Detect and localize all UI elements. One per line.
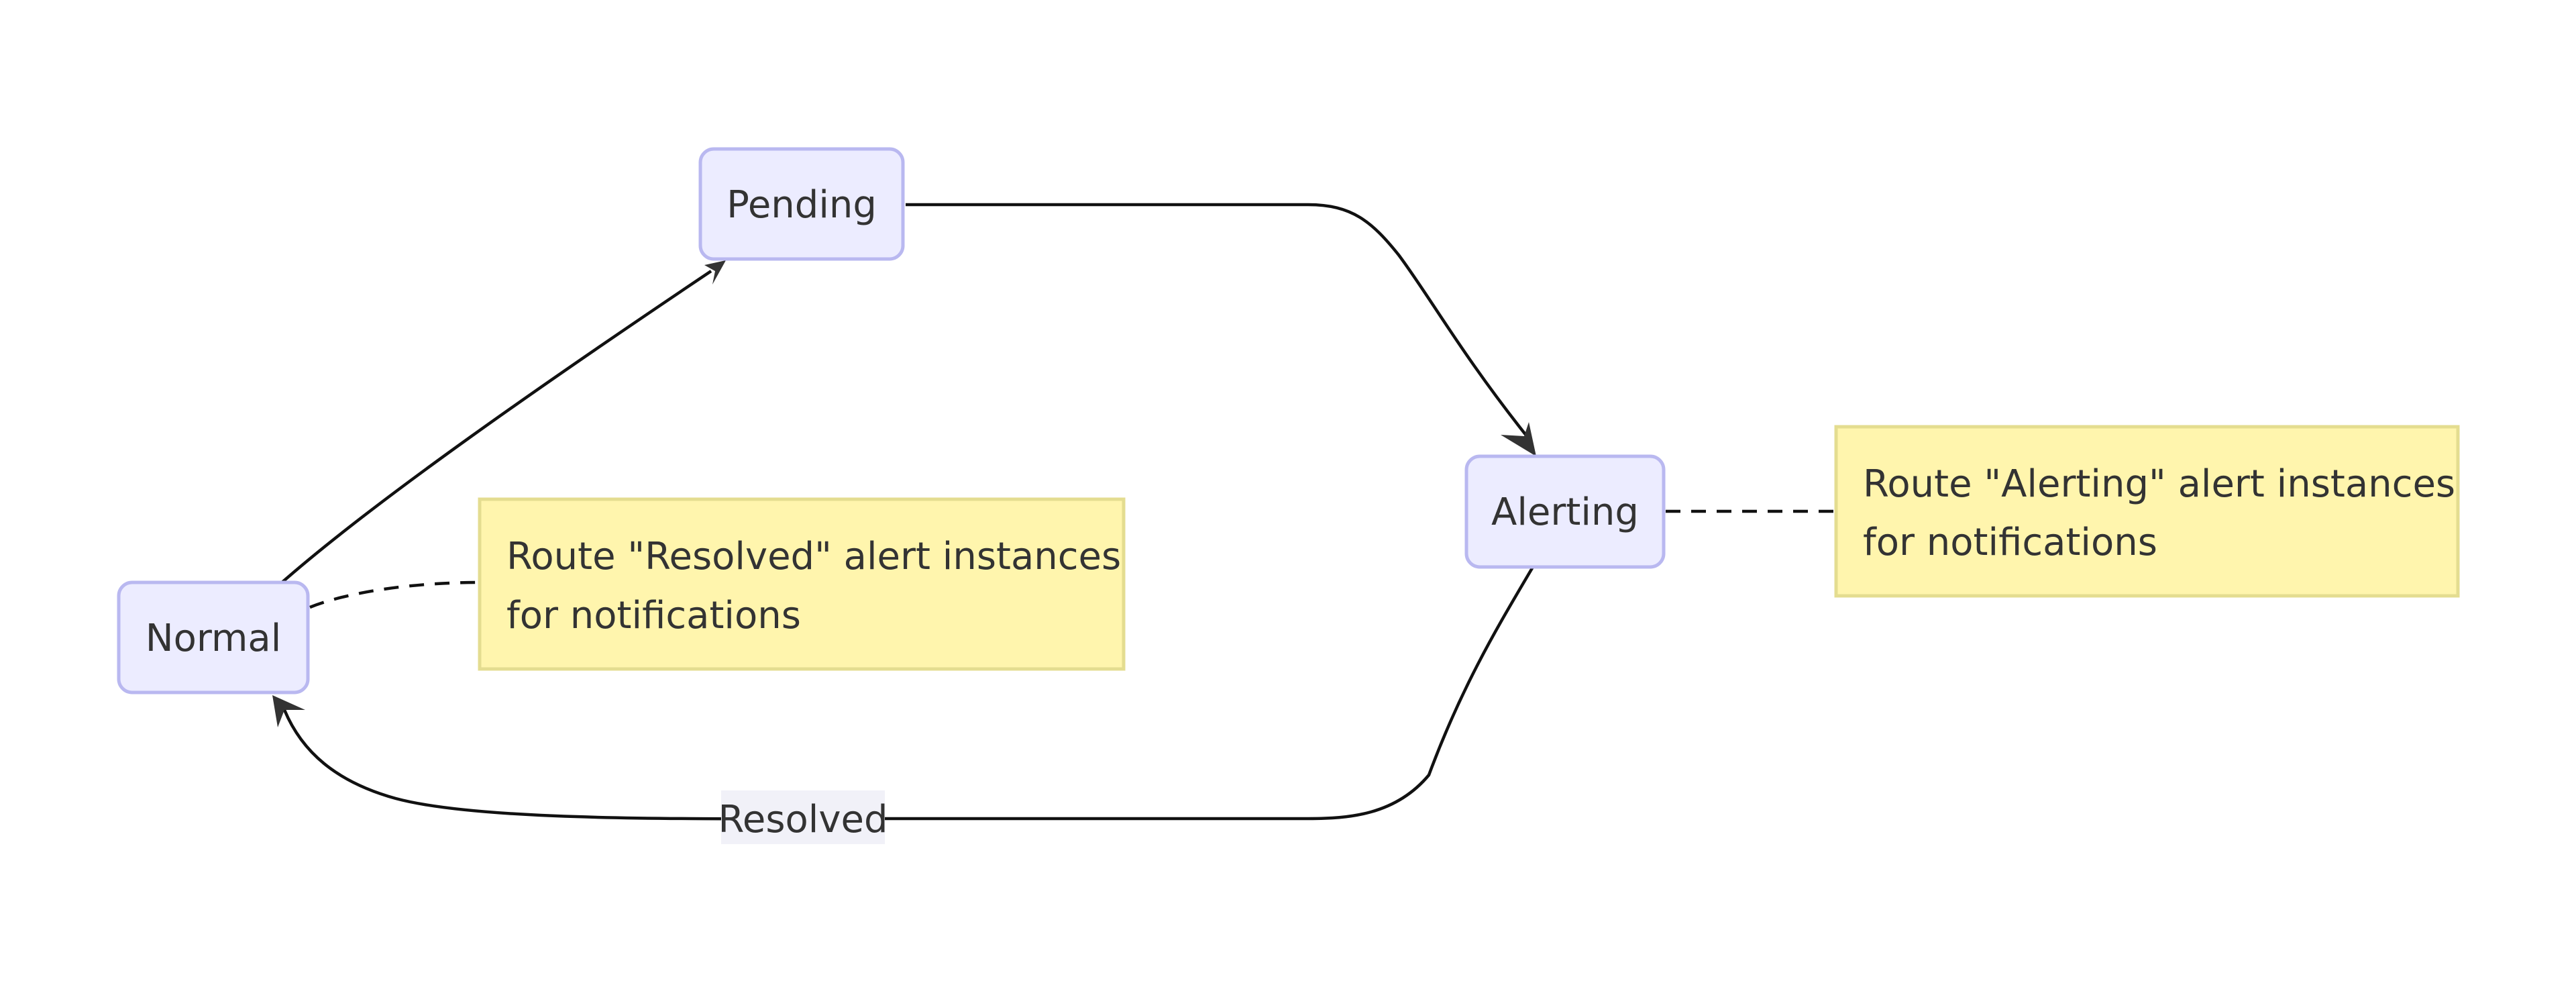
note-alerting: Route "Alerting" alert instances for not… bbox=[1834, 425, 2460, 598]
state-pending-label: Pending bbox=[727, 183, 877, 227]
state-pending[interactable]: Pending bbox=[698, 147, 905, 261]
note-alerting-line-1: Route "Alerting" alert instances bbox=[1863, 462, 2455, 506]
edge-pending-to-alerting bbox=[906, 203, 1536, 456]
edge-pending-to-alerting-line bbox=[906, 203, 1531, 441]
edge-normal-to-pending bbox=[279, 260, 726, 585]
edge-normal-to-pending-arrowhead bbox=[704, 260, 726, 285]
edge-alerting-to-normal: Resolved bbox=[272, 566, 1534, 844]
edge-label-resolved: Resolved bbox=[718, 798, 888, 841]
note-alerting-line-2: for notifications bbox=[1863, 521, 2157, 564]
state-alerting-box bbox=[1464, 454, 1666, 569]
note-resolved-line-2: for notifications bbox=[506, 594, 801, 637]
state-normal-box bbox=[117, 580, 310, 694]
state-alerting[interactable]: Alerting bbox=[1464, 454, 1666, 569]
note-alerting-box bbox=[1834, 425, 2460, 598]
edge-normal-to-pending-line bbox=[279, 270, 712, 585]
note-connector-resolved bbox=[309, 580, 480, 609]
edge-alerting-to-normal-arrowhead bbox=[272, 695, 305, 727]
state-alerting-label: Alerting bbox=[1491, 490, 1639, 534]
state-normal-label: Normal bbox=[146, 617, 282, 660]
note-resolved: Route "Resolved" alert instances for not… bbox=[478, 497, 1126, 671]
edge-label-background bbox=[721, 790, 885, 844]
edge-pending-to-alerting-arrowhead bbox=[1501, 422, 1536, 456]
state-normal[interactable]: Normal bbox=[117, 580, 310, 694]
state-pending-box bbox=[698, 147, 905, 261]
note-resolved-box bbox=[478, 497, 1126, 671]
note-resolved-line-1: Route "Resolved" alert instances bbox=[506, 535, 1121, 578]
